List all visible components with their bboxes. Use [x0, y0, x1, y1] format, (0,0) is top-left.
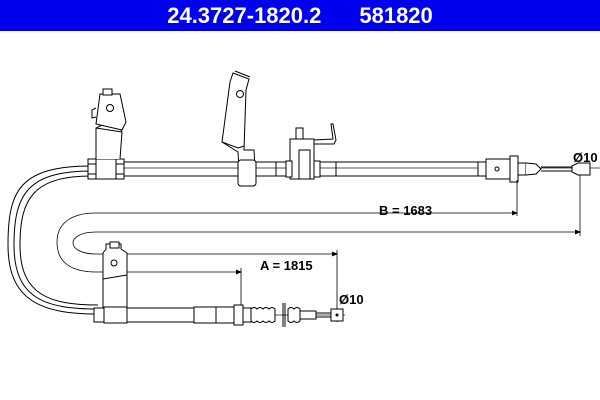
dimension-b	[56, 175, 582, 322]
bottom-cable	[93, 303, 345, 327]
bracket-left	[91, 88, 127, 160]
bracket-bottom	[102, 241, 128, 310]
reference-number: 581820	[359, 2, 433, 28]
top-end-fitting	[477, 155, 591, 183]
bottom-diameter-label: Ø10	[339, 292, 364, 307]
bracket-middle	[221, 70, 257, 187]
part-number: 24.3727-1820.2	[167, 2, 322, 28]
dimension-a-label: A = 1815	[260, 258, 313, 273]
bracket-right	[275, 123, 337, 180]
cable-drawing	[7, 70, 600, 327]
dimension-b-label: B = 1683	[379, 203, 433, 218]
cable-loop	[7, 165, 99, 315]
top-diameter-label: Ø10	[573, 150, 598, 165]
top-cable	[87, 158, 600, 180]
title-bar: 24.3727-1820.2 581820	[0, 0, 600, 31]
